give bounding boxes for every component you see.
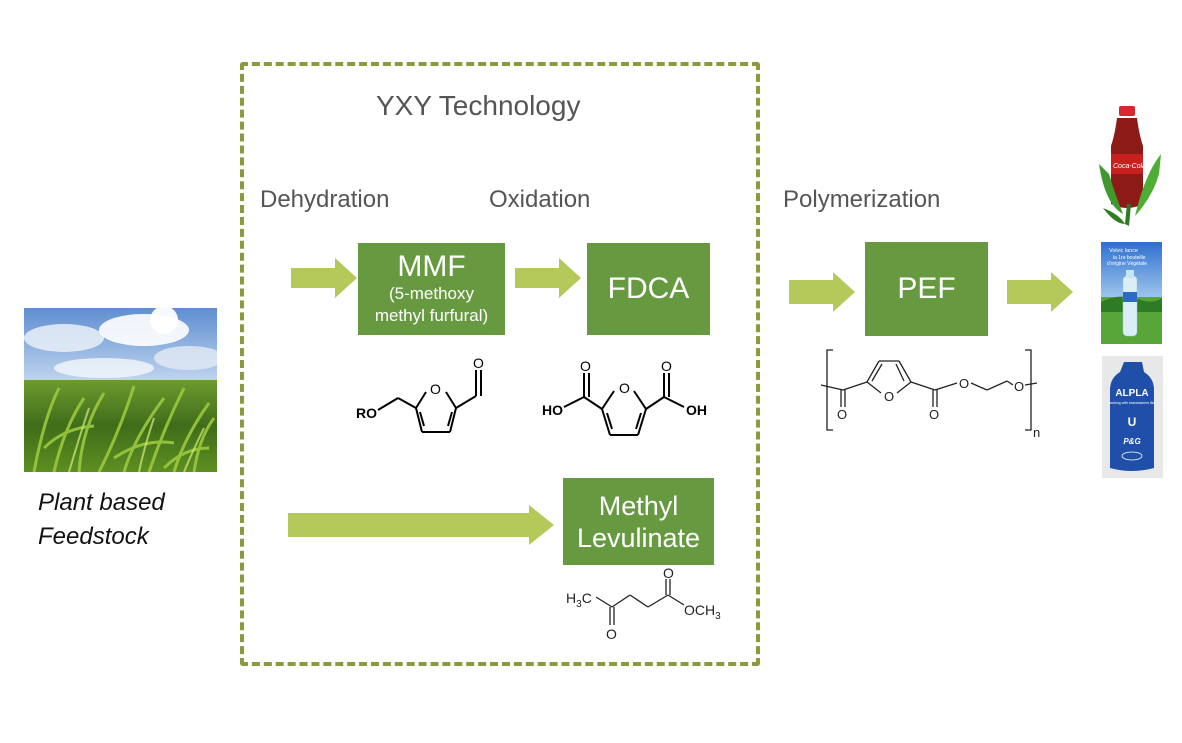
technology-title: YXY Technology xyxy=(376,90,581,121)
box-mmf: MMF (5-methoxy methyl furfural) xyxy=(358,243,505,335)
box-pef: PEF xyxy=(865,242,988,336)
arrow-to-methyl-levulinate xyxy=(288,505,554,545)
feedstock-caption-line1: Plant based xyxy=(38,489,165,516)
pef-structure: O O O O O n xyxy=(815,345,1045,445)
fdca-ring-o: O xyxy=(619,380,630,396)
fdca-ho-label: HO xyxy=(542,402,563,418)
pef-molecule-drawing: O O O O O n xyxy=(820,349,1040,440)
mmf-title: MMF xyxy=(397,250,466,283)
volvic-ad-text-3: d'origine Végétale xyxy=(1107,261,1147,267)
mmf-ring-o: O xyxy=(430,381,441,397)
feedstock-photo xyxy=(24,308,217,472)
alpla-sub-text: working with brandowners like xyxy=(1109,401,1156,405)
product-volvic-ad: Volvic lance la 1re bouteille d'origine … xyxy=(1101,242,1162,344)
mmf-subtitle-line2: methyl furfural) xyxy=(374,306,489,325)
coca-cola-logo-text: Coca-Cola xyxy=(1113,163,1146,170)
fdca-structure: HO O O O OH xyxy=(540,355,720,445)
ml-h3c-label: H3C xyxy=(566,590,592,610)
step-label-polymerization: Polymerization xyxy=(783,186,941,213)
coca-cola-bottle-image: Coca-Cola xyxy=(1099,106,1161,226)
feedstock-caption-line2: Feedstock xyxy=(38,523,149,550)
step-label-oxidation: Oxidation xyxy=(489,186,591,213)
yxy-technology-region xyxy=(240,62,760,666)
product-alpla-bottle: ALPLA working with brandowners like U P&… xyxy=(1102,356,1163,478)
fdca-right-o: O xyxy=(661,358,672,374)
mmf-structure: RO O O xyxy=(350,350,500,440)
unilever-logo: U xyxy=(1128,415,1137,429)
mmf-subtitle-line1: (5-methoxy xyxy=(388,284,475,303)
mmf-ro-label: RO xyxy=(356,405,377,421)
alpla-logo-text: ALPLA xyxy=(1115,388,1148,399)
fdca-molecule-drawing: HO O O O OH xyxy=(542,358,707,436)
arrow-to-products xyxy=(1007,272,1073,312)
arrow-to-mmf xyxy=(291,258,357,298)
mmf-molecule-drawing: RO O O xyxy=(356,355,484,433)
corn-field-image xyxy=(24,308,217,472)
box-fdca: FDCA xyxy=(587,243,710,335)
pef-ring-o: O xyxy=(884,389,894,404)
arrow-to-fdca xyxy=(515,258,581,298)
ml-och3-label: OCH3 xyxy=(684,602,721,622)
pef-right-carbonyl-o: O xyxy=(929,407,939,422)
arrow-to-pef xyxy=(789,272,855,312)
pef-title: PEF xyxy=(897,272,956,305)
fdca-oh-label: OH xyxy=(686,402,707,418)
ml-ester-o: O xyxy=(663,565,674,581)
feedstock-caption: Plant based Feedstock xyxy=(38,486,165,554)
methyl-levulinate-structure: H3C O O OCH3 xyxy=(560,565,740,650)
methyl-levulinate-molecule-drawing: H3C O O OCH3 xyxy=(566,565,721,642)
pef-repeat-n: n xyxy=(1033,425,1040,440)
volvic-ad-text-2: la 1re bouteille xyxy=(1113,255,1146,261)
mmf-carbonyl-o: O xyxy=(473,355,484,371)
box-methyl-levulinate: Methyl Levulinate xyxy=(563,478,714,565)
pef-ester-o: O xyxy=(959,376,969,391)
volvic-ad-text: Volvic lance xyxy=(1109,248,1138,254)
fdca-title: FDCA xyxy=(607,272,690,305)
step-label-dehydration: Dehydration xyxy=(260,186,390,213)
pef-left-carbonyl-o: O xyxy=(837,407,847,422)
methyl-levulinate-line2: Levulinate xyxy=(576,522,701,553)
methyl-levulinate-line1: Methyl xyxy=(598,490,679,521)
ml-keto-o: O xyxy=(606,626,617,642)
product-coca-cola-plant-bottle: Coca-Cola xyxy=(1095,104,1165,233)
pef-ether-o: O xyxy=(1014,379,1024,394)
alpla-bottle-image: ALPLA working with brandowners like U P&… xyxy=(1109,362,1156,471)
fdca-left-o: O xyxy=(580,358,591,374)
pg-logo: P&G xyxy=(1123,437,1140,446)
heinz-logo xyxy=(1121,451,1143,461)
volvic-bottle-image: Volvic lance la 1re bouteille d'origine … xyxy=(1101,242,1162,344)
